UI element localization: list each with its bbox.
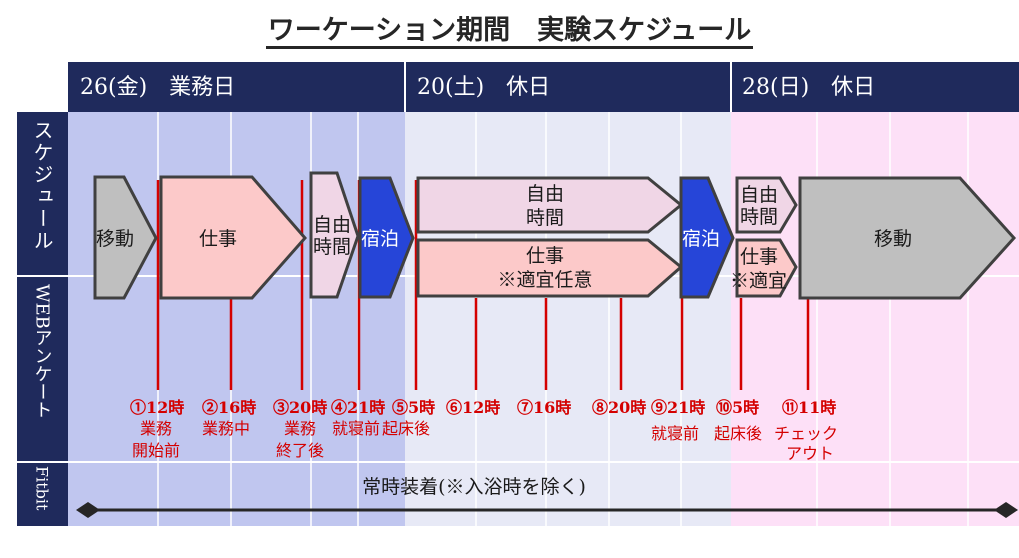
marker-6-label: ⑥12時 [446, 398, 500, 417]
row-label-fitbit: Fitbit [33, 466, 52, 511]
marker-3-desc-1: 業務 [284, 419, 316, 438]
stay-block-1 [358, 176, 415, 299]
stay-block-2 [679, 176, 735, 299]
free-block-2-label-1: 自由 [526, 183, 564, 205]
marker-10-label: ⑩5時 [716, 398, 759, 417]
free-block-1-label-2: 時間 [313, 236, 351, 258]
marker-1-desc-1: 業務 [140, 419, 172, 438]
work-block-1-label: 仕事 [199, 228, 237, 250]
move-block-2 [798, 176, 1017, 300]
free-block-3-label-2: 時間 [740, 206, 778, 228]
marker-10-desc-1: 起床後 [714, 424, 762, 443]
day3-background [731, 112, 1019, 526]
marker-1-label: ①12時 [130, 398, 184, 417]
work-block-3-label-2: ※適宜 [730, 270, 787, 292]
marker-7-label: ⑦16時 [517, 398, 571, 417]
work-block-1 [159, 175, 307, 300]
marker-3-desc-2: 終了後 [276, 441, 324, 460]
marker-11-desc-2: アウト [786, 444, 834, 463]
move-block-1 [93, 175, 158, 300]
free-block-1-label-1: 自由 [313, 214, 351, 236]
day-header-1: 26(金) 業務日 [80, 75, 235, 100]
marker-2-label: ②16時 [202, 398, 256, 417]
timeline-end-diamond [994, 502, 1018, 518]
day-header-3: 28(日) 休日 [742, 75, 875, 100]
move-block-1-label: 移動 [96, 228, 134, 250]
marker-5-label: ⑤5時 [392, 398, 435, 417]
stay-block-1-label: 宿泊 [361, 228, 399, 250]
free-block-3-label-1: 自由 [740, 184, 778, 206]
timeline-start-diamond [76, 502, 100, 518]
free-block-2-label-2: 時間 [526, 207, 564, 229]
marker-2-desc-1: 業務中 [202, 419, 250, 438]
page-title: ワーケーション期間 実験スケジュール [0, 8, 1019, 49]
marker-11-label: ⑪11時 [782, 398, 836, 417]
marker-9-desc-1: 就寝前 [651, 424, 699, 443]
header-bar [68, 62, 1019, 112]
day-header-2: 20(土) 休日 [417, 75, 550, 100]
marker-1-desc-2: 開始前 [132, 441, 180, 460]
marker-4-desc-1: 就寝前 [332, 419, 380, 438]
move-block-2-label: 移動 [874, 228, 912, 250]
row-label-schedule: スケジュール [30, 120, 54, 252]
work-block-2-label-1: 仕事 [526, 245, 564, 267]
marker-5-desc-1: 起床後 [382, 419, 430, 438]
marker-3-label: ③20時 [273, 398, 327, 417]
marker-8-label: ⑧20時 [592, 398, 646, 417]
free-block-1 [309, 171, 360, 299]
work-block-3 [735, 238, 798, 298]
free-block-3 [735, 176, 798, 234]
row-label-web: WEBアンケート [32, 284, 53, 419]
day1-background [68, 112, 405, 526]
marker-9-label: ⑨21時 [651, 398, 705, 417]
marker-11-desc-1: チェック [774, 424, 838, 443]
marker-4-label: ④21時 [331, 398, 385, 417]
work-block-2 [416, 238, 684, 298]
free-block-2 [416, 176, 684, 234]
work-block-2-label-2: ※適宜任意 [497, 269, 592, 291]
stay-block-2-label: 宿泊 [682, 228, 720, 250]
work-block-3-label-1: 仕事 [740, 246, 778, 268]
fitbit-note: 常時装着(※入浴時を除く) [362, 476, 586, 498]
